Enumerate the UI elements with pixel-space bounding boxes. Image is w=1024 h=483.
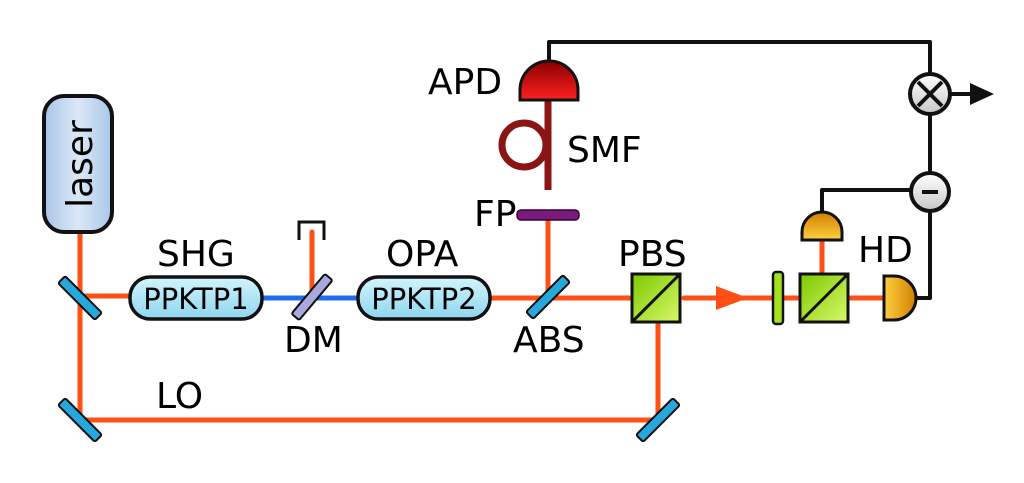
pbs-label: PBS bbox=[618, 234, 687, 275]
fundamental-beam-main bbox=[77, 223, 135, 299]
smf-label: SMF bbox=[567, 130, 642, 171]
apd-detector bbox=[518, 59, 580, 102]
single-mode-fiber bbox=[498, 100, 552, 190]
pbs-cube bbox=[630, 272, 682, 324]
opa-label: OPA bbox=[386, 234, 459, 275]
fundamental-beam-lo bbox=[77, 293, 661, 423]
apd-to-mixer-wire bbox=[547, 40, 932, 74]
lo-label: LO bbox=[156, 376, 203, 417]
ppktp1-crystal bbox=[128, 275, 264, 321]
ppktp1-label: PPKTP1 bbox=[143, 282, 248, 316]
laser-label: laser bbox=[60, 120, 101, 208]
steering-mirrors bbox=[57, 275, 681, 443]
signal-wires bbox=[547, 40, 974, 300]
shg-label: SHG bbox=[157, 234, 235, 275]
hd-top-to-subtractor-wire bbox=[820, 188, 912, 213]
beam-dump-icon bbox=[297, 220, 326, 240]
fp-label: FP bbox=[474, 194, 516, 235]
hd-right-to-subtractor-wire bbox=[914, 212, 932, 300]
mirror-icon bbox=[635, 397, 681, 443]
apd-label: APD bbox=[428, 62, 502, 103]
hd-photodiode-top bbox=[800, 210, 844, 242]
abs-label: ABS bbox=[513, 320, 585, 361]
mirror-icon bbox=[57, 397, 103, 443]
dm-label: DM bbox=[284, 320, 343, 361]
mirror-icon bbox=[57, 275, 103, 321]
waveplate bbox=[771, 270, 785, 326]
dichroic-mirror bbox=[291, 273, 333, 321]
minus-icon bbox=[909, 171, 951, 213]
ppktp2-crystal bbox=[356, 275, 492, 321]
ppktp2-label: PPKTP2 bbox=[371, 282, 476, 316]
hd-photodiode-right bbox=[882, 274, 918, 322]
hd-beam-splitter-cube bbox=[798, 272, 850, 324]
mixer-icon bbox=[908, 72, 952, 116]
abs-beam-splitter bbox=[525, 274, 571, 320]
fabry-perot-cavity bbox=[516, 209, 580, 221]
hd-label: HD bbox=[858, 230, 913, 271]
arrow-right-icon bbox=[970, 83, 994, 105]
beam-direction-arrow-icon bbox=[716, 286, 748, 310]
laser-source bbox=[42, 94, 114, 234]
